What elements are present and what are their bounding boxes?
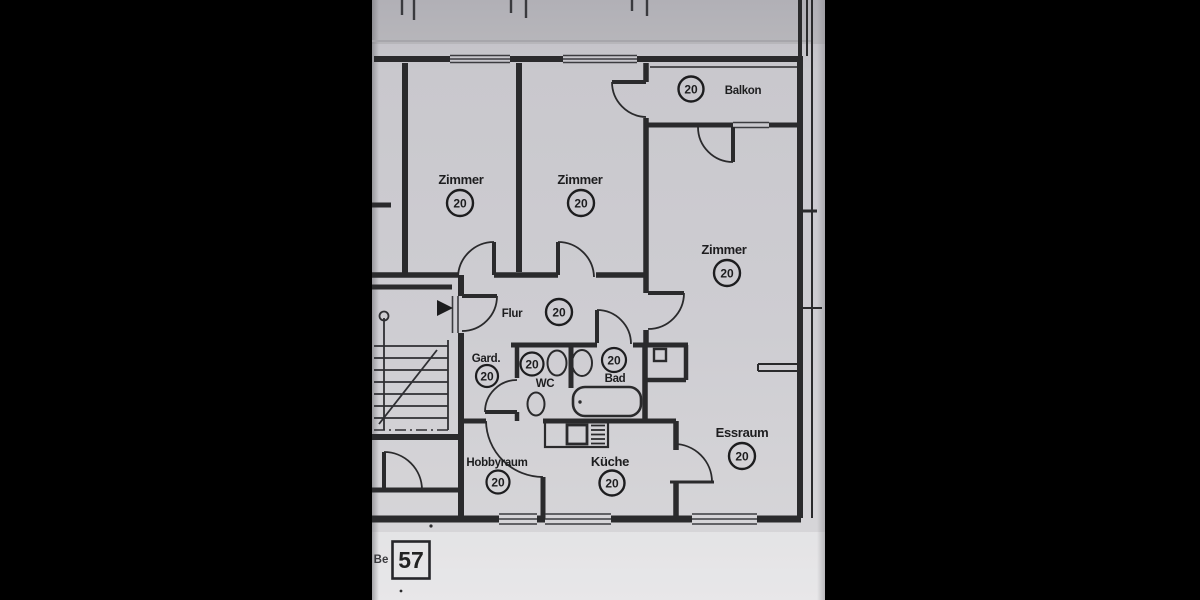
room-zimmer2: Zimmer 20	[557, 172, 603, 218]
room-bad: 20 Bad	[600, 346, 628, 385]
door-bad	[595, 309, 632, 345]
entrance-arrow-icon	[437, 300, 453, 316]
window-essraum	[692, 513, 757, 525]
door-balkon-zimmer2	[611, 80, 647, 118]
right-bar	[825, 0, 1200, 600]
stair-direction-line	[378, 349, 438, 425]
area-value-flur: 20	[552, 306, 566, 320]
stairs-icon	[374, 310, 450, 431]
bathtub-icon	[571, 385, 643, 418]
area-badge-balkon	[677, 75, 705, 103]
wc-sink-icon	[546, 349, 568, 377]
shaft-icon	[652, 347, 668, 363]
window-zimmer1	[450, 54, 510, 64]
axis-tick-marks	[400, 0, 649, 20]
door-wc	[484, 379, 518, 414]
area-badge-kueche	[598, 469, 626, 497]
ink-dot	[399, 589, 403, 593]
stair-rail-post	[378, 310, 390, 322]
room-flur: Flur 20	[502, 297, 574, 327]
area-value-zimmer2: 20	[574, 197, 588, 211]
area-value-essraum: 20	[735, 450, 749, 464]
bad-sink-icon	[571, 349, 593, 377]
door-entrance	[461, 294, 498, 332]
room-label-kueche: Küche	[591, 454, 629, 469]
room-essraum: Essraum 20	[716, 425, 769, 471]
area-badge-wc	[519, 351, 545, 377]
windows	[450, 54, 769, 525]
room-label-hobbyraum: Hobbyraum	[466, 457, 527, 469]
room-label-wc: WC	[536, 378, 555, 390]
room-wc: 20 WC	[519, 351, 555, 390]
window-hobbyraum	[499, 513, 537, 525]
area-badge-zimmer2	[566, 188, 596, 218]
door-hobbyraum	[485, 420, 544, 478]
doors	[382, 80, 735, 491]
unit-prefix: Be	[374, 554, 389, 566]
unit-number: 57	[398, 547, 424, 573]
area-value-kueche: 20	[605, 477, 619, 491]
area-badge-hobbyraum	[485, 469, 511, 495]
kitchen-counter-icon	[543, 420, 610, 449]
stove-icon	[591, 424, 605, 445]
room-labels: Zimmer 20 Zimmer 20 20 Balkon Zimmer 20 …	[438, 75, 769, 497]
kitchen-sink-icon	[565, 423, 589, 446]
room-label-zimmer1: Zimmer	[438, 172, 483, 187]
photo: Zimmer 20 Zimmer 20 20 Balkon Zimmer 20 …	[372, 0, 825, 600]
toilet-icon	[526, 391, 546, 417]
room-label-flur: Flur	[502, 308, 523, 320]
window-zimmer2	[563, 54, 637, 64]
room-label-essraum: Essraum	[716, 425, 769, 440]
door-zimmer3	[647, 291, 685, 330]
door-lobby	[382, 451, 423, 491]
room-kueche: Küche 20	[591, 454, 629, 497]
area-badge-flur	[544, 297, 574, 327]
fixtures	[526, 347, 668, 449]
room-hobbyraum: Hobbyraum 20	[466, 457, 528, 495]
area-value-hobbyraum: 20	[491, 476, 505, 490]
area-value-zimmer3: 20	[720, 267, 734, 281]
room-zimmer3: Zimmer 20	[701, 242, 747, 288]
room-label-zimmer3: Zimmer	[701, 242, 746, 257]
walls	[372, 0, 822, 523]
room-balkon: 20 Balkon	[677, 75, 762, 103]
left-bar	[0, 0, 372, 600]
area-badge-zimmer3	[712, 258, 742, 288]
bathtub-drain	[578, 400, 582, 404]
room-label-balkon: Balkon	[725, 85, 762, 97]
door-zimmer1	[457, 241, 496, 278]
ink-dot	[429, 524, 433, 528]
area-badge-bad	[600, 346, 628, 374]
room-label-bad: Bad	[605, 373, 626, 385]
window-kueche	[545, 513, 611, 525]
room-divider-screen	[757, 363, 800, 372]
room-zimmer1: Zimmer 20	[438, 172, 484, 218]
area-value-garderobe: 20	[480, 370, 494, 384]
area-value-zimmer1: 20	[453, 197, 467, 211]
area-badge-essraum	[727, 441, 757, 471]
unit-number-block: Be 57	[374, 540, 431, 580]
area-value-wc: 20	[525, 358, 539, 372]
door-essraum	[673, 443, 713, 483]
room-label-garderobe: Gard.	[472, 353, 501, 365]
area-badge-zimmer1	[445, 188, 475, 218]
area-value-bad: 20	[607, 354, 621, 368]
area-value-balkon: 20	[684, 83, 698, 97]
balcony-door-threshold	[733, 121, 769, 129]
area-badge-garderobe	[474, 363, 500, 389]
room-label-zimmer2: Zimmer	[557, 172, 602, 187]
entrance-threshold	[451, 296, 459, 333]
unit-number-box	[391, 540, 431, 580]
room-garderobe: Gard. 20	[472, 353, 501, 389]
door-balkon-zimmer3	[697, 126, 735, 163]
door-zimmer2	[556, 241, 595, 278]
